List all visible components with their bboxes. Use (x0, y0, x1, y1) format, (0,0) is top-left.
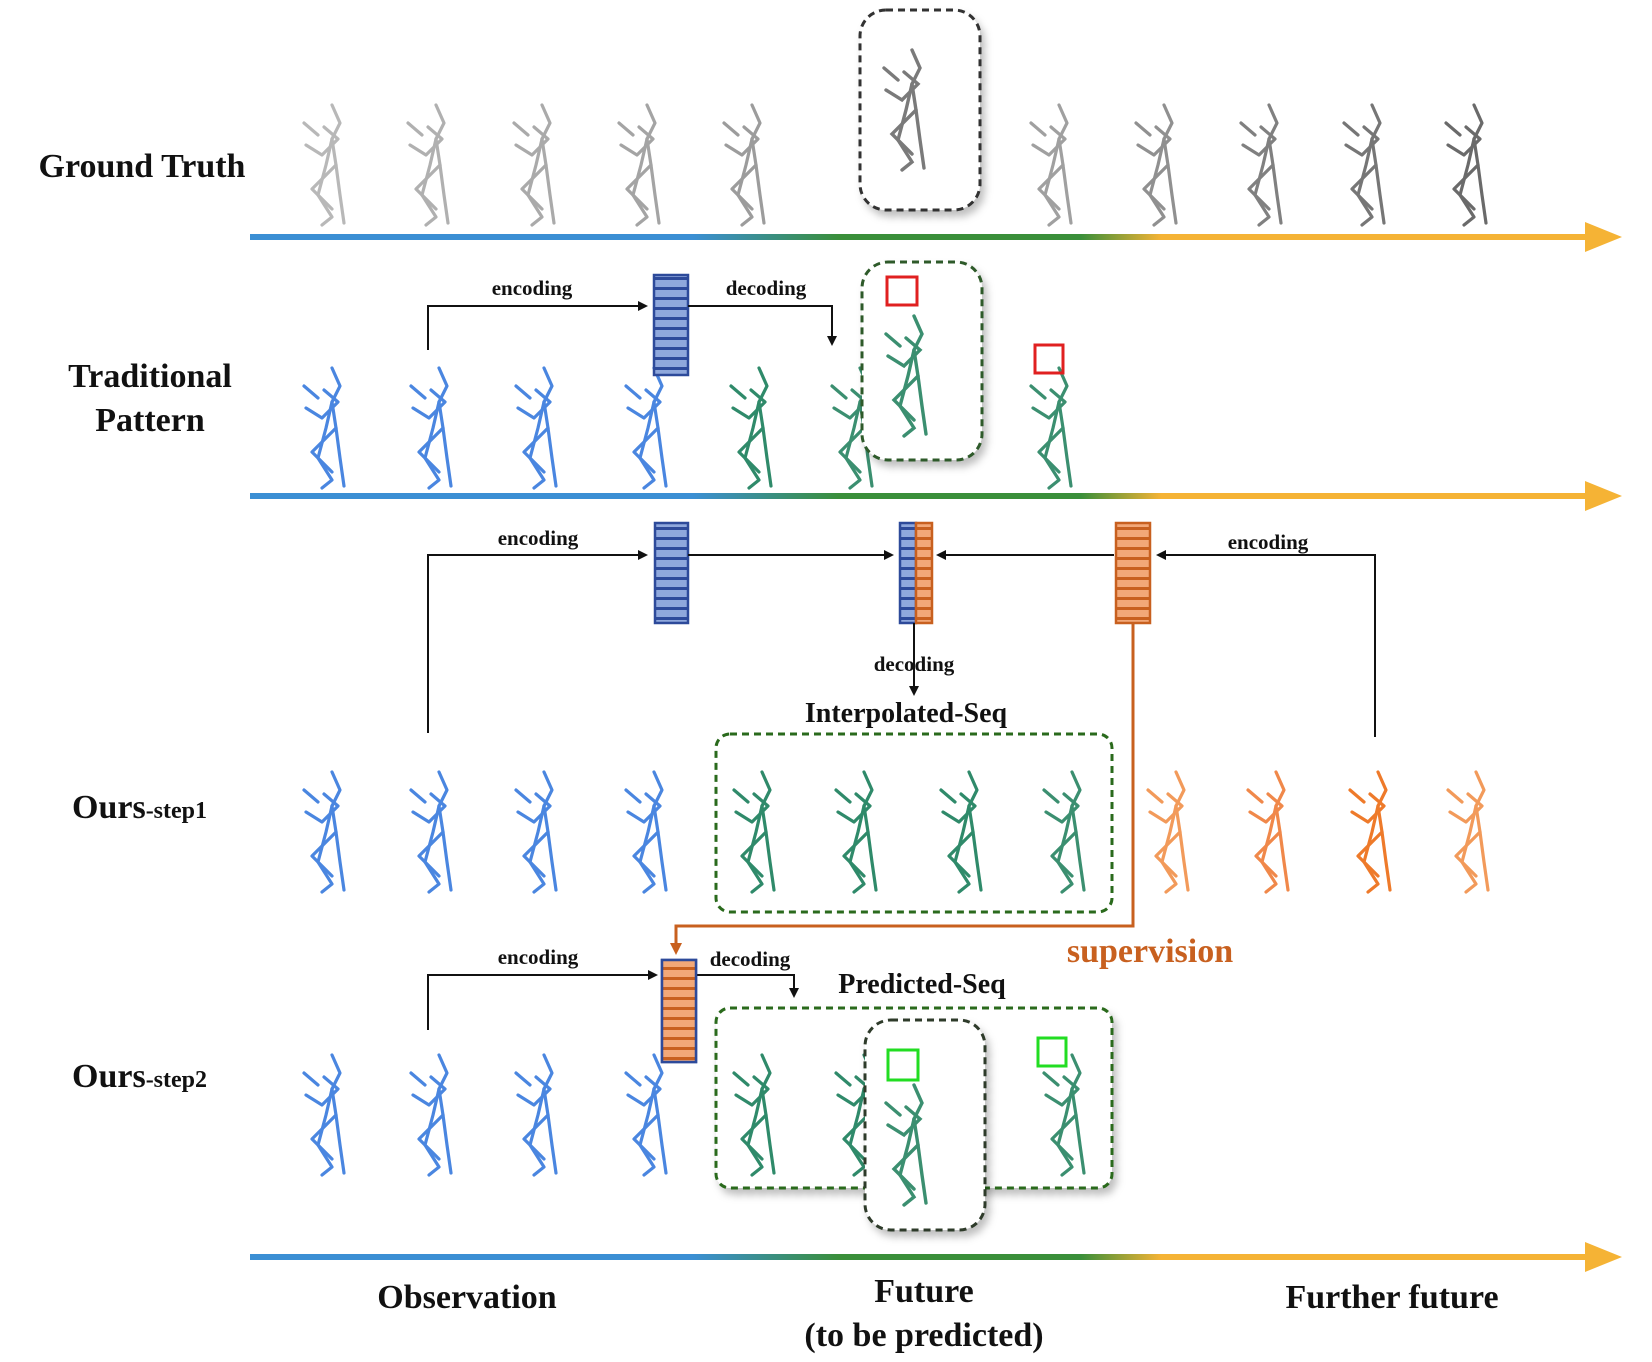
row-label-pattern: Pattern (95, 402, 205, 439)
trad-pred-1 (729, 366, 773, 490)
row-label-ours-step1-sub: -step1 (146, 798, 207, 824)
step1-fused-latent (898, 521, 934, 625)
traditional-latent-code (652, 273, 690, 377)
predicted-seq-label: Predicted-Seq (838, 969, 1006, 1000)
trad-obs-2 (409, 366, 453, 490)
s2-obs-4 (624, 1053, 668, 1177)
correct-box-1 (886, 1048, 920, 1082)
axis-further-future-label: Further future (1285, 1279, 1498, 1316)
error-box-1 (885, 275, 919, 307)
s2-obs-1 (302, 1053, 346, 1177)
s1-interp-1 (732, 770, 776, 894)
axis-future-sub-label: (to be predicted) (804, 1317, 1043, 1354)
ground-truth-highlight-box (858, 8, 982, 212)
step1-decoding-label: decoding (874, 652, 955, 676)
interpolated-seq-box (714, 732, 1114, 914)
s1-obs-4 (624, 770, 668, 894)
supervision-label: supervision (1067, 933, 1233, 970)
supervision-arrow (670, 623, 1135, 955)
gt-pose-9 (1239, 103, 1283, 227)
traditional-highlight-box (860, 260, 984, 462)
s2-obs-2 (409, 1053, 453, 1177)
row-label-ground-truth: Ground Truth (39, 148, 246, 185)
s1-future-3 (1348, 770, 1392, 894)
step1-codec: encoding encoding decoding (427, 521, 1376, 737)
gt-pose-2 (406, 103, 450, 227)
row-label-ours-step2-sub: -step2 (146, 1067, 207, 1093)
error-box-2 (1033, 343, 1065, 375)
correct-box-2 (1036, 1036, 1068, 1068)
timeline-bottom (250, 1242, 1622, 1272)
row-label-ours-step2-main: Ours (72, 1058, 146, 1095)
gt-pose-10 (1342, 103, 1386, 227)
row-label-ours-step1-main: Ours (72, 789, 146, 826)
row-label-traditional: Traditional (68, 358, 232, 395)
s1-obs-1 (302, 770, 346, 894)
step2-encoding-label: encoding (498, 945, 579, 969)
step1-encoding-right-label: encoding (1228, 530, 1309, 554)
axis-future-label: Future (874, 1273, 973, 1310)
s2-obs-3 (514, 1053, 558, 1177)
s1-interp-3 (939, 770, 983, 894)
step1-obs-latent (653, 521, 690, 625)
step1-encoding-left-label: encoding (498, 526, 579, 550)
s1-interp-4 (1042, 770, 1086, 894)
s1-obs-3 (514, 770, 558, 894)
interpolated-seq-label: Interpolated-Seq (805, 698, 1008, 729)
step2-highlight-box (863, 1018, 987, 1232)
timeline-ground-truth (250, 222, 1622, 252)
s1-future-4 (1446, 770, 1490, 894)
gt-pose-3 (512, 103, 556, 227)
step1-sequence (302, 770, 1490, 894)
traditional-codec: encoding decoding (427, 273, 837, 377)
trad-obs-4 (624, 366, 668, 490)
gt-pose-5 (722, 103, 766, 227)
s1-future-1 (1146, 770, 1190, 894)
step2-decoding-label: decoding (710, 947, 791, 971)
gt-pose-7 (1029, 103, 1073, 227)
gt-pose-4 (617, 103, 661, 227)
step2-latent-code-front (660, 958, 698, 1064)
row-label-ours-step1: Ours-step1 (72, 789, 207, 826)
gt-pose-1 (302, 103, 346, 227)
trad-obs-3 (514, 366, 558, 490)
step1-future-latent (1114, 521, 1152, 625)
trad-obs-1 (302, 366, 346, 490)
trad-pred-4 (1029, 366, 1073, 490)
s1-interp-2 (834, 770, 878, 894)
trad-encoding-label: encoding (492, 276, 573, 300)
gt-pose-8 (1134, 103, 1178, 227)
row-label-ours-step2: Ours-step2 (72, 1058, 207, 1095)
s1-future-2 (1246, 770, 1290, 894)
gt-pose-11 (1444, 103, 1488, 227)
axis-observation-label: Observation (377, 1279, 557, 1316)
s1-obs-2 (409, 770, 453, 894)
timeline-traditional (250, 481, 1622, 511)
trad-decoding-label: decoding (726, 276, 807, 300)
